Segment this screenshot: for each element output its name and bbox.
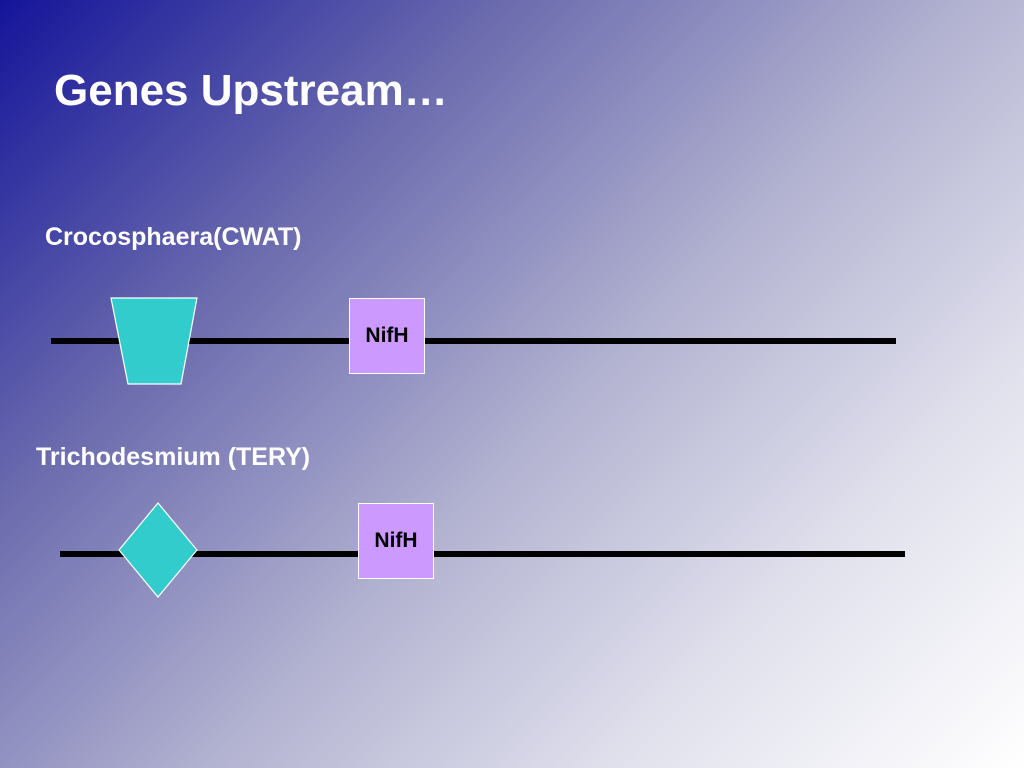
upstream-gene-diamond <box>118 502 198 598</box>
organism-label-cwat: Crocosphaera(CWAT) <box>45 223 302 251</box>
slide-title: Genes Upstream… <box>54 66 448 115</box>
upstream-gene-trapezoid <box>110 297 198 385</box>
nifh-gene-box-tery: NifH <box>358 503 434 579</box>
nifh-gene-box-cwat: NifH <box>349 298 425 374</box>
trapezoid-shape <box>110 297 198 385</box>
gene-line-tery <box>60 551 905 557</box>
diamond-shape <box>118 502 198 598</box>
gene-line-cwat <box>51 338 896 344</box>
organism-label-tery: Trichodesmium (TERY) <box>36 443 311 471</box>
